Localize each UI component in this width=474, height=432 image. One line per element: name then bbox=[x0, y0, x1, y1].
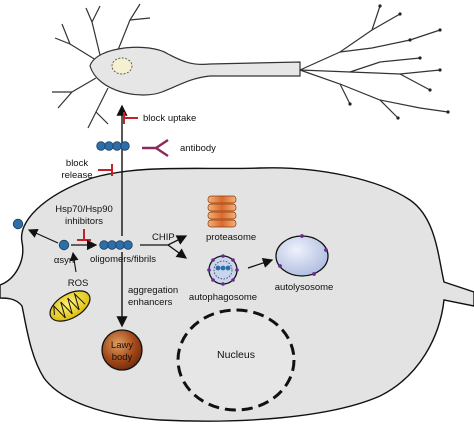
block-release-label-1: block bbox=[66, 158, 88, 169]
autolysosome-label: autolysosome bbox=[275, 282, 334, 293]
hsp-label-2: inhibitors bbox=[65, 216, 103, 227]
antibody-icon bbox=[142, 139, 169, 157]
chip-label: CHIP bbox=[152, 232, 175, 243]
lawy-body-label-1: Lawy bbox=[111, 340, 133, 351]
lawy-body-icon bbox=[101, 329, 143, 371]
oligomers-label: oligomers/fibrils bbox=[90, 254, 156, 265]
autophagosome-label: autophagosome bbox=[189, 292, 257, 303]
secretion-arrow bbox=[27, 229, 59, 244]
lawy-body-label-2: body bbox=[112, 352, 133, 363]
autophagy-arrow bbox=[167, 244, 188, 259]
ros-label: ROS bbox=[68, 278, 89, 289]
autolysosome-icon bbox=[275, 234, 329, 277]
extracellular-oligomer bbox=[96, 141, 130, 151]
antibody-label: antibody bbox=[180, 143, 216, 154]
proteasome-icon bbox=[207, 195, 237, 228]
free-monomer bbox=[12, 218, 24, 230]
mitochondrion-icon bbox=[49, 290, 91, 322]
nucleus-icon bbox=[176, 308, 296, 412]
intracellular-oligomer bbox=[99, 240, 133, 250]
hsp-label-1: Hsp70/Hsp90 bbox=[55, 204, 113, 215]
block-uptake-inhibitor bbox=[123, 112, 138, 124]
fusion-arrow bbox=[247, 257, 274, 269]
aggregation-label-2: enhancers bbox=[128, 297, 173, 308]
ros-arrow bbox=[69, 251, 79, 273]
alpha-syn-monomer bbox=[58, 239, 70, 251]
aggregation-label-1: aggregation bbox=[128, 285, 178, 296]
nucleus-label: Nucleus bbox=[217, 349, 255, 361]
block-release-inhibitor bbox=[98, 164, 113, 176]
autophagosome-icon bbox=[207, 254, 239, 286]
proteasome-label: proteasome bbox=[206, 232, 256, 243]
neuron-top bbox=[52, 3, 450, 129]
block-uptake-label: block uptake bbox=[143, 113, 196, 124]
alpha-syn-label: αsyn bbox=[54, 255, 74, 266]
block-release-label-2: release bbox=[61, 170, 92, 181]
